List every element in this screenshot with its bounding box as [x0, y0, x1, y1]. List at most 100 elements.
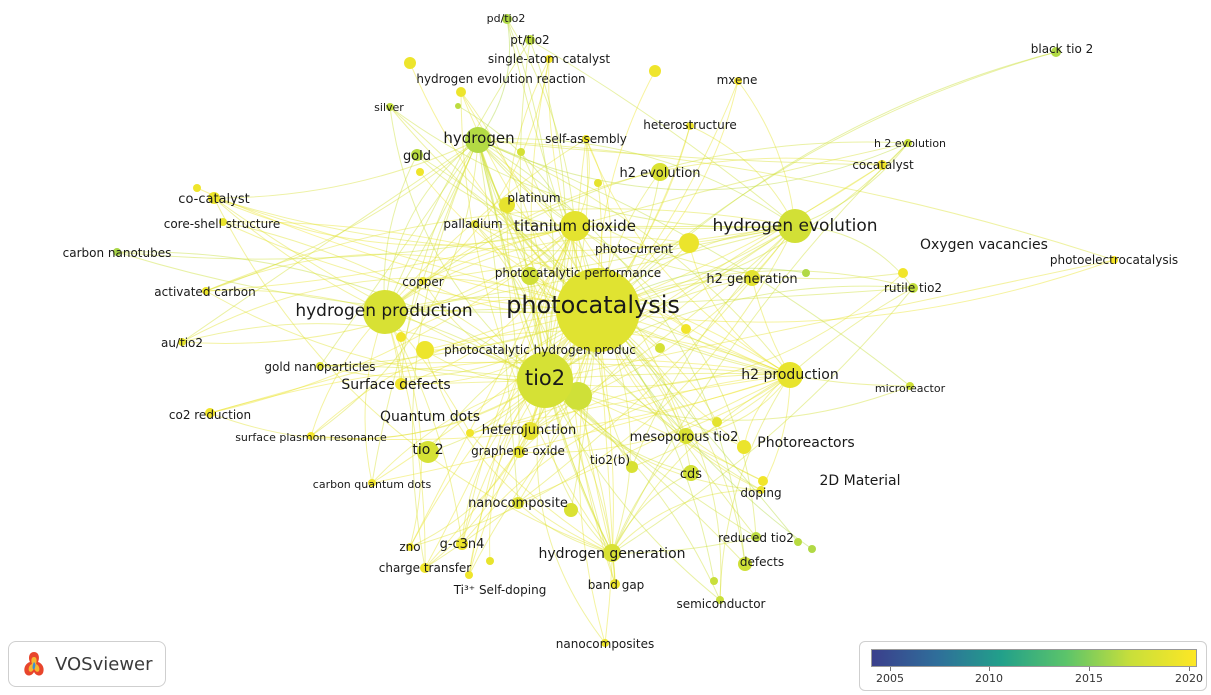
keyword-label-co2-reduction[interactable]: co2 reduction: [169, 408, 251, 422]
keyword-label-h-2-evolution[interactable]: h 2 evolution: [874, 137, 946, 150]
keyword-label-core-shell-structure[interactable]: core-shell structure: [164, 217, 281, 231]
keyword-node-quantum-dots[interactable]: [466, 429, 474, 437]
keyword-node-hydrogen-generation[interactable]: [603, 544, 621, 562]
keyword-label-h2-production[interactable]: h2 production: [741, 367, 838, 383]
keyword-node-charge-transfer[interactable]: [420, 563, 430, 573]
keyword-label-silver[interactable]: silver: [374, 101, 404, 114]
keyword-node-core-shell-structure[interactable]: [219, 218, 227, 226]
keyword-node-palladium[interactable]: [471, 220, 479, 228]
keyword-label-ti-self-doping[interactable]: Ti³⁺ Self-doping: [453, 583, 547, 597]
keyword-label-doping[interactable]: doping: [740, 486, 781, 500]
keyword-label-hydrogen-production[interactable]: hydrogen production: [295, 301, 472, 321]
keyword-node-doping[interactable]: [757, 486, 765, 494]
keyword-node-heterostructure[interactable]: [686, 122, 694, 130]
keyword-label-semiconductor[interactable]: semiconductor: [676, 597, 765, 611]
keyword-node-2d-material[interactable]: [758, 476, 768, 486]
keyword-node-hydrogen[interactable]: [465, 127, 491, 153]
keyword-node-ti-self-doping[interactable]: [465, 571, 473, 579]
keyword-label-self-assembly[interactable]: self-assembly: [545, 132, 627, 146]
keyword-node-pt-tio2[interactable]: [525, 35, 535, 45]
keyword-label-charge-transfer[interactable]: charge transfer: [379, 561, 472, 575]
keyword-label-black-tio-2[interactable]: black tio 2: [1031, 42, 1094, 56]
keyword-node-photocurrent[interactable]: [679, 233, 699, 253]
keyword-node-mesoporous-tio2[interactable]: [678, 428, 694, 444]
keyword-label-carbon-quantum-dots[interactable]: carbon quantum dots: [313, 478, 432, 491]
keyword-label-photoelectrocatalysis[interactable]: photoelectrocatalysis: [1050, 253, 1178, 267]
keyword-node-platinum[interactable]: [499, 197, 515, 213]
keyword-node-microreactor[interactable]: [906, 382, 914, 390]
keyword-label-activated-carbon[interactable]: activated carbon: [154, 285, 255, 299]
keyword-node-cocatalyst[interactable]: [877, 160, 887, 170]
keyword-node-defects[interactable]: [738, 557, 752, 571]
keyword-node-black-tio-2[interactable]: [1051, 47, 1061, 57]
keyword-node-photocatalytic-hydrogen-produc[interactable]: [416, 341, 434, 359]
keyword-label-h2-evolution[interactable]: h2 evolution: [619, 166, 700, 181]
keyword-node-hydrogen-evolution[interactable]: [778, 209, 812, 243]
keyword-label-defects[interactable]: defects: [740, 555, 784, 569]
keyword-node-band-gap[interactable]: [610, 579, 620, 589]
keyword-label-2d-material[interactable]: 2D Material: [819, 473, 900, 489]
keyword-node-silver[interactable]: [386, 103, 394, 111]
keyword-node-h2-production[interactable]: [777, 362, 803, 388]
keyword-label-tio-2[interactable]: tio 2: [412, 442, 443, 458]
keyword-label-photocatalytic-hydrogen-produc[interactable]: photocatalytic hydrogen produc: [444, 343, 636, 357]
keyword-node-nanocomposite[interactable]: [512, 497, 524, 509]
keyword-label-surface-defects[interactable]: Surface defects: [341, 377, 450, 393]
keyword-node-mxene[interactable]: [734, 77, 742, 85]
keyword-label-co-catalyst[interactable]: co-catalyst: [178, 192, 249, 207]
keyword-label-heterostructure[interactable]: heterostructure: [643, 118, 737, 132]
keyword-node-photoreactors[interactable]: [737, 440, 751, 454]
keyword-label-graphene-oxide[interactable]: graphene oxide: [471, 444, 565, 458]
keyword-label-single-atom-catalyst[interactable]: single-atom catalyst: [488, 52, 610, 66]
keyword-label-heterojunction[interactable]: heterojunction: [482, 423, 577, 438]
keyword-node-tio-2[interactable]: [417, 441, 439, 463]
keyword-label-au-tio2[interactable]: au/tio2: [161, 336, 203, 350]
keyword-label-surface-plasmon-resonance[interactable]: surface plasmon resonance: [235, 431, 387, 444]
keyword-node-au-tio2[interactable]: [178, 338, 186, 346]
keyword-node-carbon-quantum-dots[interactable]: [368, 479, 376, 487]
keyword-node-copper[interactable]: [419, 277, 427, 285]
keyword-label-quantum-dots[interactable]: Quantum dots: [380, 409, 480, 425]
keyword-node-oxygen-vacancies[interactable]: [898, 268, 908, 278]
keyword-node-semiconductor[interactable]: [716, 596, 724, 604]
keyword-label-gold-nanoparticles[interactable]: gold nanoparticles: [264, 360, 375, 374]
keyword-node-heterojunction[interactable]: [521, 422, 539, 440]
keyword-label-nanocomposite[interactable]: nanocomposite: [468, 496, 568, 511]
keyword-node-hydrogen-production[interactable]: [363, 290, 407, 334]
keyword-label-carbon-nanotubes[interactable]: carbon nanotubes: [63, 246, 172, 260]
keyword-label-pt-tio2[interactable]: pt/tio2: [510, 33, 549, 47]
keyword-label-hydrogen-generation[interactable]: hydrogen generation: [538, 546, 685, 562]
keyword-label-photoreactors[interactable]: Photoreactors: [757, 435, 854, 451]
keyword-label-gold[interactable]: gold: [403, 149, 431, 164]
keyword-node-gold-nanoparticles[interactable]: [316, 362, 324, 370]
keyword-node-h2-evolution[interactable]: [651, 163, 669, 181]
keyword-node-pd-tio2[interactable]: [502, 14, 512, 24]
keyword-label-g-c3n4[interactable]: g-c3n4: [440, 537, 485, 552]
keyword-node-titanium-dioxide[interactable]: [560, 211, 590, 241]
keyword-label-mesoporous-tio2[interactable]: mesoporous tio2: [630, 430, 739, 445]
keyword-node-rutile-tio2[interactable]: [908, 283, 918, 293]
keyword-node-zno[interactable]: [406, 543, 414, 551]
keyword-node-tio2[interactable]: [517, 352, 573, 408]
keyword-node-tio2-b[interactable]: [626, 461, 638, 473]
keyword-label-photocurrent[interactable]: photocurrent: [595, 242, 673, 256]
keyword-node-h-2-evolution[interactable]: [904, 139, 912, 147]
keyword-label-tio2[interactable]: tio2: [525, 366, 565, 390]
keyword-label-hydrogen[interactable]: hydrogen: [443, 129, 514, 147]
keyword-node-g-c3n4[interactable]: [456, 538, 468, 550]
keyword-label-microreactor[interactable]: microreactor: [875, 382, 946, 395]
keyword-label-palladium[interactable]: palladium: [443, 217, 502, 231]
keyword-label-h2-generation[interactable]: h2 generation: [706, 272, 797, 287]
keyword-label-nanocomposites[interactable]: nanocomposites: [556, 637, 654, 651]
keyword-node-h2-generation[interactable]: [744, 270, 760, 286]
keyword-node-surface-defects[interactable]: [395, 378, 407, 390]
keyword-label-copper[interactable]: copper: [402, 275, 444, 289]
keyword-label-photocatalytic-performance[interactable]: photocatalytic performance: [495, 266, 661, 280]
keyword-label-cocatalyst[interactable]: cocatalyst: [852, 158, 914, 172]
keyword-node-activated-carbon[interactable]: [202, 287, 210, 295]
keyword-node-carbon-nanotubes[interactable]: [113, 248, 121, 256]
keyword-node-photocatalysis[interactable]: [556, 268, 640, 352]
keyword-label-rutile-tio2[interactable]: rutile tio2: [884, 281, 942, 295]
keyword-node-co-catalyst[interactable]: [208, 192, 220, 204]
keyword-node-graphene-oxide[interactable]: [513, 446, 525, 458]
